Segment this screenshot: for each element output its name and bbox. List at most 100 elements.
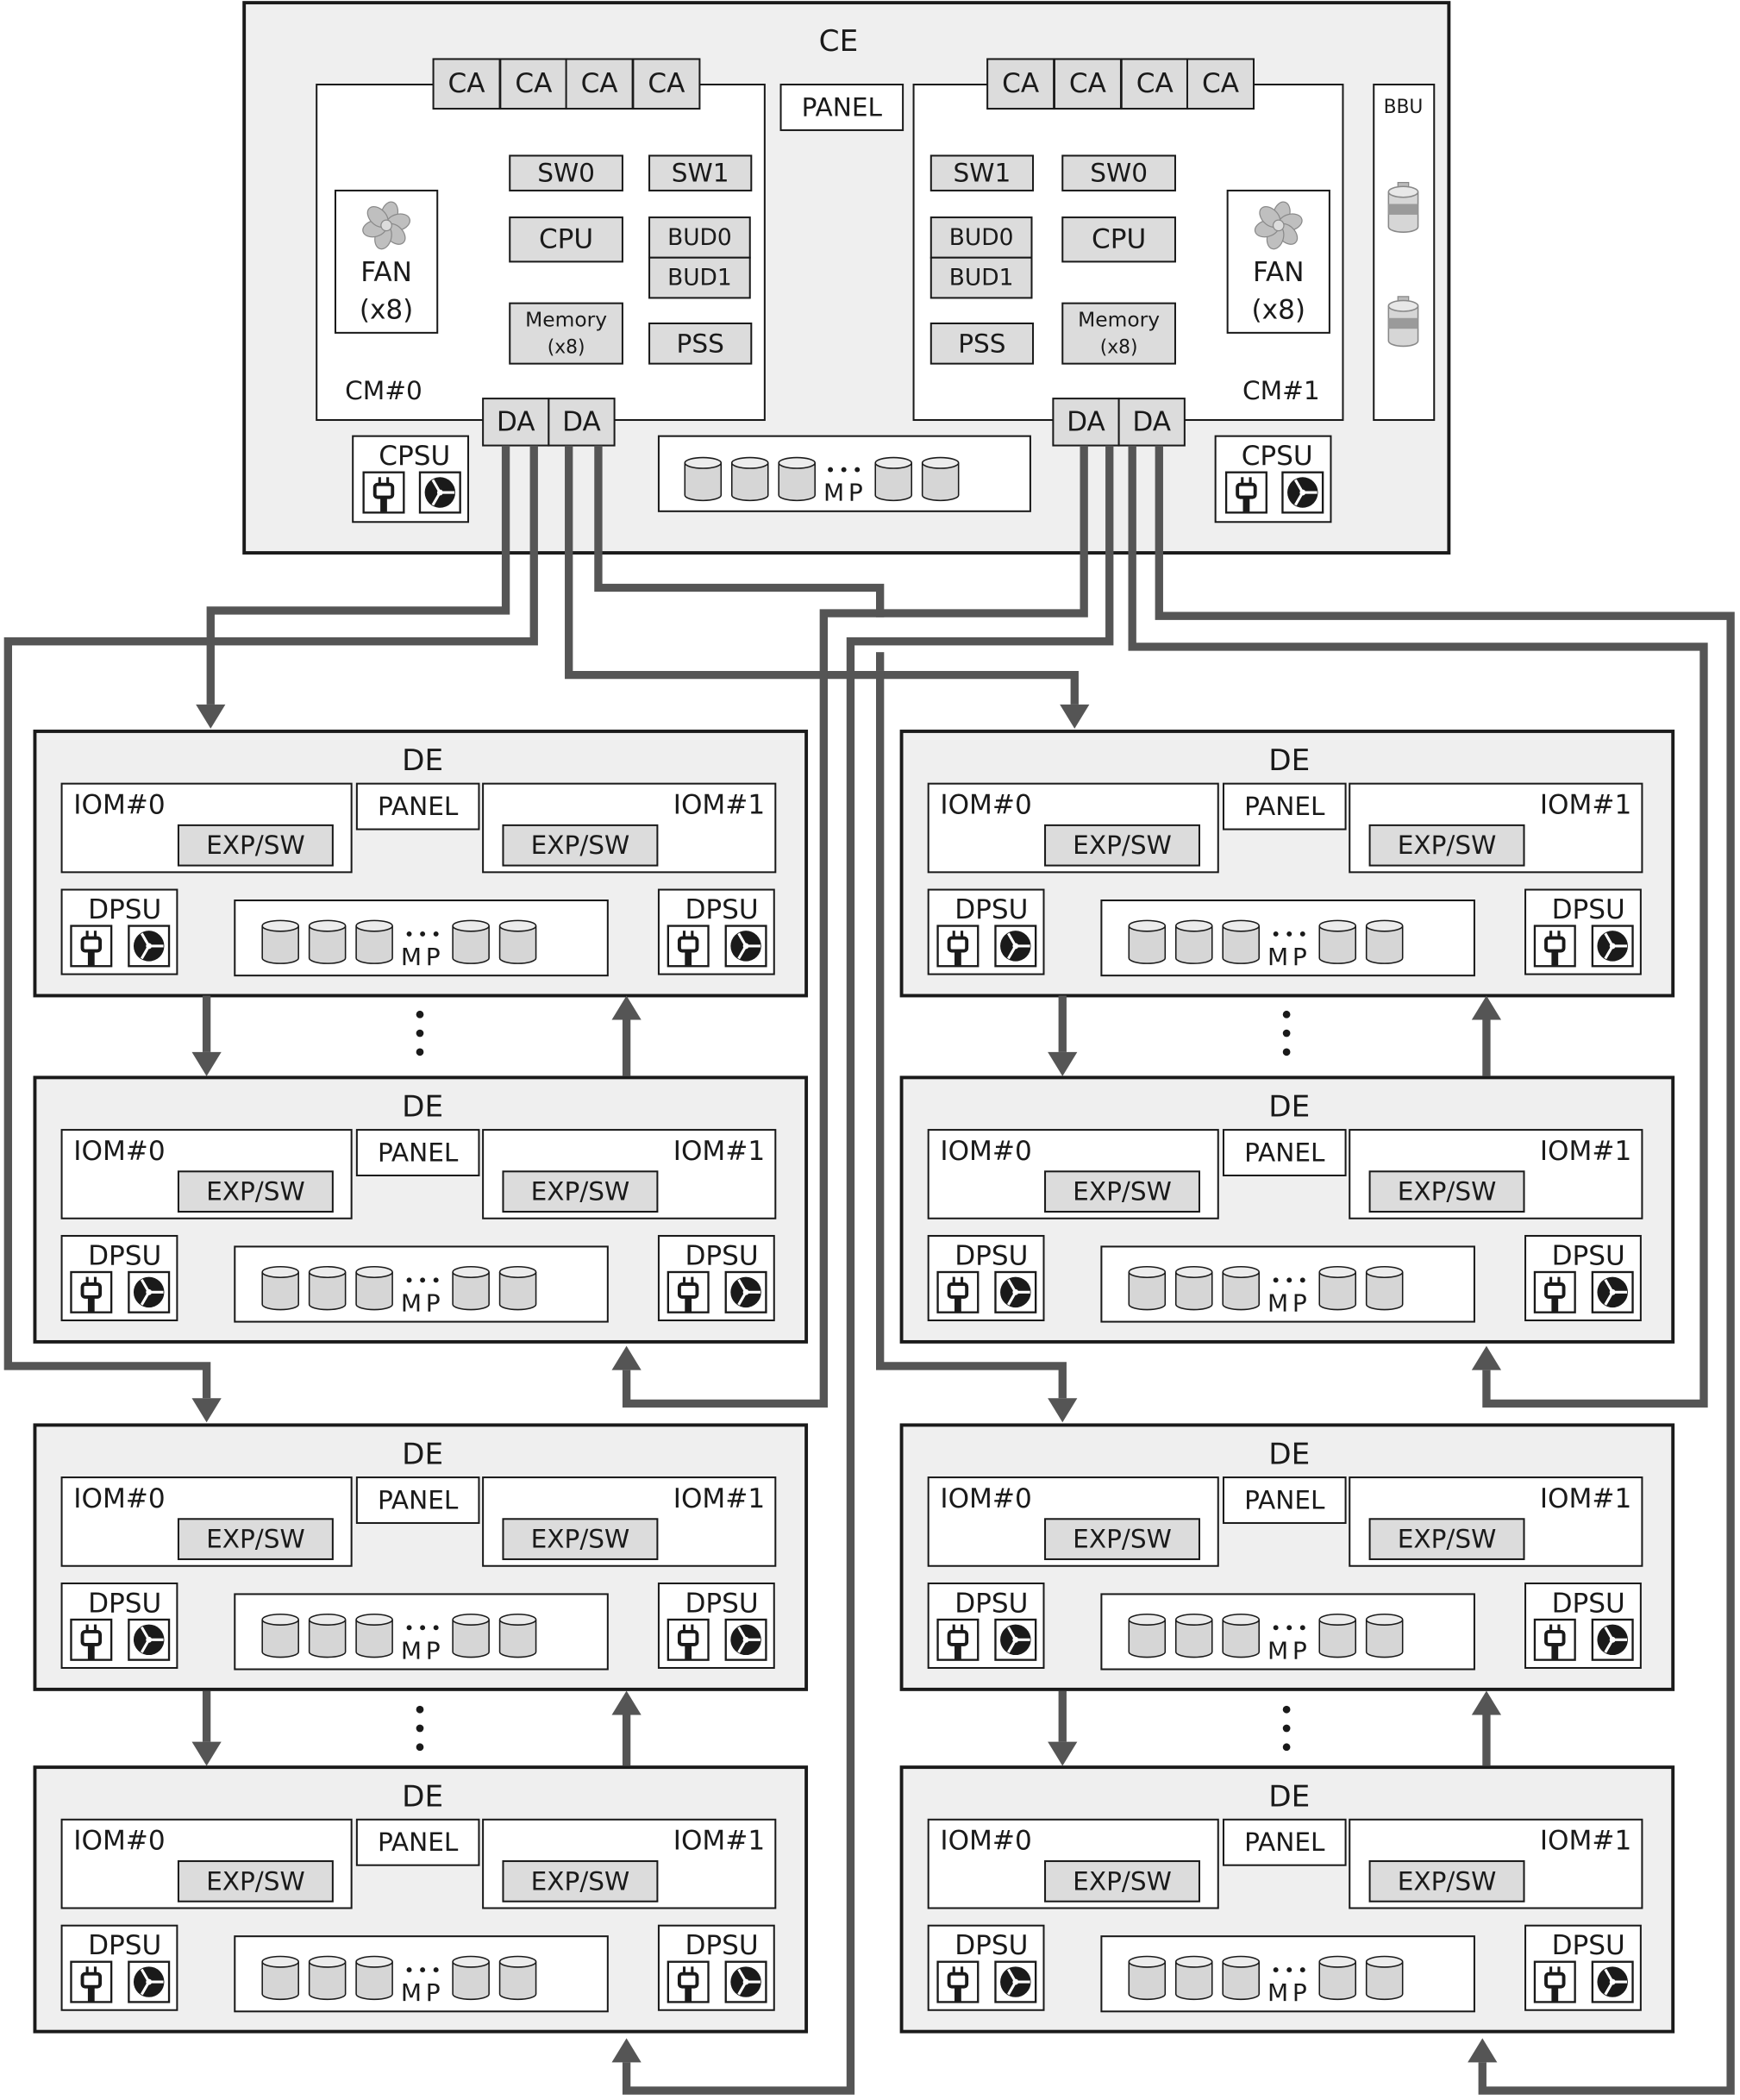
- plug-cord: [380, 494, 387, 512]
- disk-icon: [452, 1265, 490, 1311]
- disk-top: [498, 1265, 537, 1279]
- ellipsis-dot: [1286, 931, 1292, 937]
- de-panel-label: PANEL: [378, 1827, 459, 1857]
- ellipsis-dot: [420, 931, 426, 937]
- cable-da7-to-de-right-return: [1128, 445, 1708, 1408]
- dpsu-label: DPSU: [685, 1240, 758, 1271]
- disk-icon: [1128, 1955, 1167, 2001]
- iom1-label: IOM#1: [673, 1826, 765, 1857]
- ellipsis-dot: [1286, 1967, 1292, 1973]
- memory-label: Memory: [525, 307, 607, 331]
- vertical-ellipsis-icon: [1282, 1048, 1291, 1056]
- ca-port-label: CA: [581, 68, 619, 99]
- battery-top: [1387, 185, 1419, 198]
- expsw-right-label: EXP/SW: [531, 1525, 630, 1554]
- de-title: DE: [1268, 1090, 1310, 1125]
- plug-body: [1544, 1282, 1566, 1299]
- disk-body: [308, 1619, 347, 1658]
- disk-icon: [1318, 919, 1357, 964]
- mp-label: MP: [823, 479, 867, 507]
- dpsu-label: DPSU: [1552, 1588, 1625, 1619]
- psu-fan-icon: [1591, 1618, 1634, 1661]
- de-title: DE: [402, 1438, 443, 1472]
- psu-fan-icon: [994, 1270, 1037, 1313]
- ellipsis-dot: [841, 467, 847, 473]
- iom0-label: IOM#0: [73, 790, 165, 821]
- de-panel-label: PANEL: [1244, 1486, 1325, 1515]
- disk-top: [1174, 1265, 1213, 1279]
- expsw-right-label: EXP/SW: [531, 831, 630, 860]
- psu-fan-icon: [724, 1618, 767, 1661]
- mp-label: MP: [401, 1288, 444, 1317]
- disk-body: [498, 1961, 537, 2001]
- fan-hub: [380, 219, 392, 232]
- sw1-switch: [929, 154, 1035, 191]
- mp-label: MP: [1267, 1978, 1311, 2007]
- psu-fan-icon: [128, 1270, 171, 1313]
- disk-body: [261, 1961, 299, 2001]
- disk-top: [1318, 919, 1357, 932]
- de-panel: [355, 1129, 480, 1176]
- cable-da5-to-de-bottom-left-head: [611, 2038, 642, 2063]
- disk-top: [1174, 919, 1213, 932]
- disk-top: [308, 1613, 347, 1626]
- psu-fan-icon: [724, 1270, 767, 1313]
- vertical-ellipsis-icon: [416, 1743, 424, 1752]
- disk-icon: [452, 1955, 490, 2001]
- battery-icon: [1387, 181, 1419, 233]
- plug-cord: [1242, 494, 1250, 512]
- disk-top: [1128, 1955, 1167, 1968]
- ellipsis-dot: [1299, 1625, 1305, 1631]
- de-panel-label: PANEL: [378, 1486, 459, 1515]
- disk-icon: [1365, 1613, 1404, 1658]
- plug-cord: [685, 948, 692, 966]
- disk-icon: [1174, 1955, 1213, 2001]
- de-panel: [1222, 1476, 1347, 1524]
- disk-top: [1128, 919, 1167, 932]
- stack-arrow-down-head: [191, 1051, 222, 1076]
- bud1-label: BUD1: [949, 265, 1014, 291]
- de-title: DE: [402, 743, 443, 778]
- ellipsis-dot: [420, 1967, 426, 1973]
- disk-icon: [1318, 1265, 1357, 1311]
- disk-icon: [1128, 1613, 1167, 1658]
- ellipsis-dot: [406, 1967, 412, 1973]
- fan-hub: [742, 1288, 749, 1295]
- fan-count-label: (x8): [1252, 294, 1305, 325]
- expsw-right: [502, 1518, 659, 1560]
- plug-cord: [1551, 1294, 1559, 1312]
- ellipsis-dot: [1286, 1625, 1292, 1631]
- expsw-left-label: EXP/SW: [206, 1525, 305, 1554]
- disk-body: [1174, 1619, 1213, 1658]
- disk-body: [921, 462, 960, 502]
- cable-da3-to-de-top-right-head: [1060, 704, 1090, 729]
- pss: [648, 322, 753, 365]
- dpsu-label: DPSU: [954, 1240, 1028, 1271]
- iom0-label: IOM#0: [73, 1483, 165, 1514]
- de-panel: [355, 1476, 480, 1524]
- ellipsis-dot: [1299, 931, 1305, 937]
- ca-port-label: CA: [1069, 68, 1107, 99]
- cable-da4-to-de-left-return: [622, 445, 1088, 1408]
- disk-body: [1318, 1961, 1357, 2001]
- disk-body: [1318, 925, 1357, 964]
- cable-da1-to-de-lower-left: [3, 445, 538, 1399]
- fan-hub: [742, 1978, 749, 1985]
- cable-da6-to-de-lower-right-head: [1048, 1398, 1078, 1423]
- disk-icon: [498, 1955, 537, 2001]
- power-plug-icon: [936, 1960, 980, 2003]
- disk-top: [730, 456, 769, 469]
- disk-top: [261, 919, 299, 932]
- expsw-left: [177, 1170, 334, 1213]
- disk-body: [498, 1619, 537, 1658]
- memory-box: [1061, 302, 1176, 365]
- fan-hub: [1609, 1978, 1616, 1985]
- plug-cord: [685, 1642, 692, 1659]
- disk-top: [355, 919, 393, 932]
- expsw-left: [1044, 1170, 1200, 1213]
- da-port-label: DA: [497, 406, 535, 437]
- ca-port: [1120, 58, 1189, 110]
- stack-arrow-up-head: [611, 995, 642, 1020]
- plug-cord: [1551, 948, 1559, 966]
- power-plug-icon: [936, 1618, 980, 1661]
